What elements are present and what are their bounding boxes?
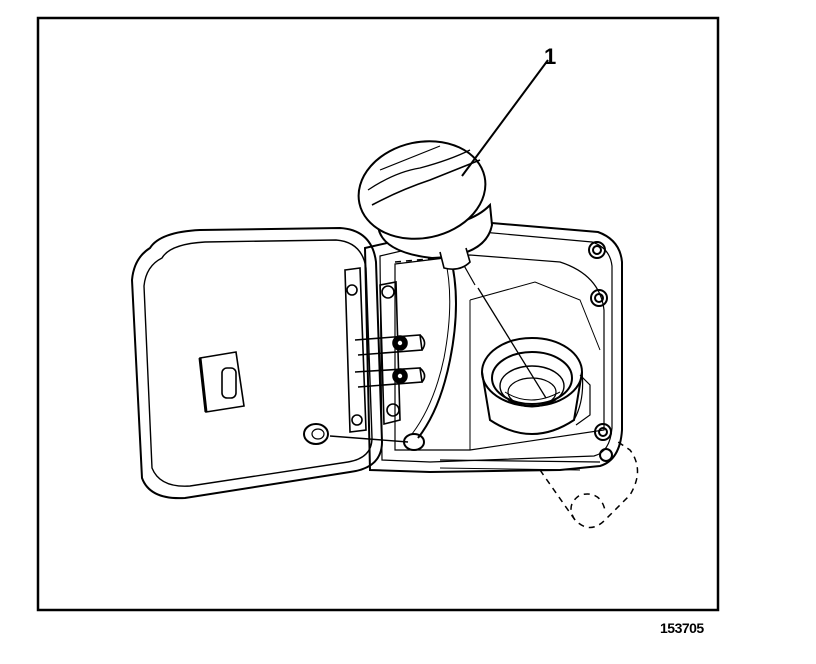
cord-retaining-clip	[303, 423, 329, 445]
fuel-filler-cap	[357, 140, 494, 270]
filler-housing	[363, 220, 623, 474]
housing-bolt-right	[590, 289, 608, 307]
callout-label-1: 1	[544, 44, 556, 69]
callout-leader-1	[461, 59, 549, 177]
diagram-border	[36, 16, 720, 612]
fuel-flap-door	[130, 226, 384, 500]
housing-bolt-top	[588, 241, 606, 259]
filler-neck	[481, 337, 591, 435]
housing-bolt-bottom	[594, 423, 612, 441]
figure-reference-number: 153705	[660, 620, 704, 636]
hinge-assembly	[344, 267, 426, 433]
cap-tether-cord	[329, 254, 476, 451]
